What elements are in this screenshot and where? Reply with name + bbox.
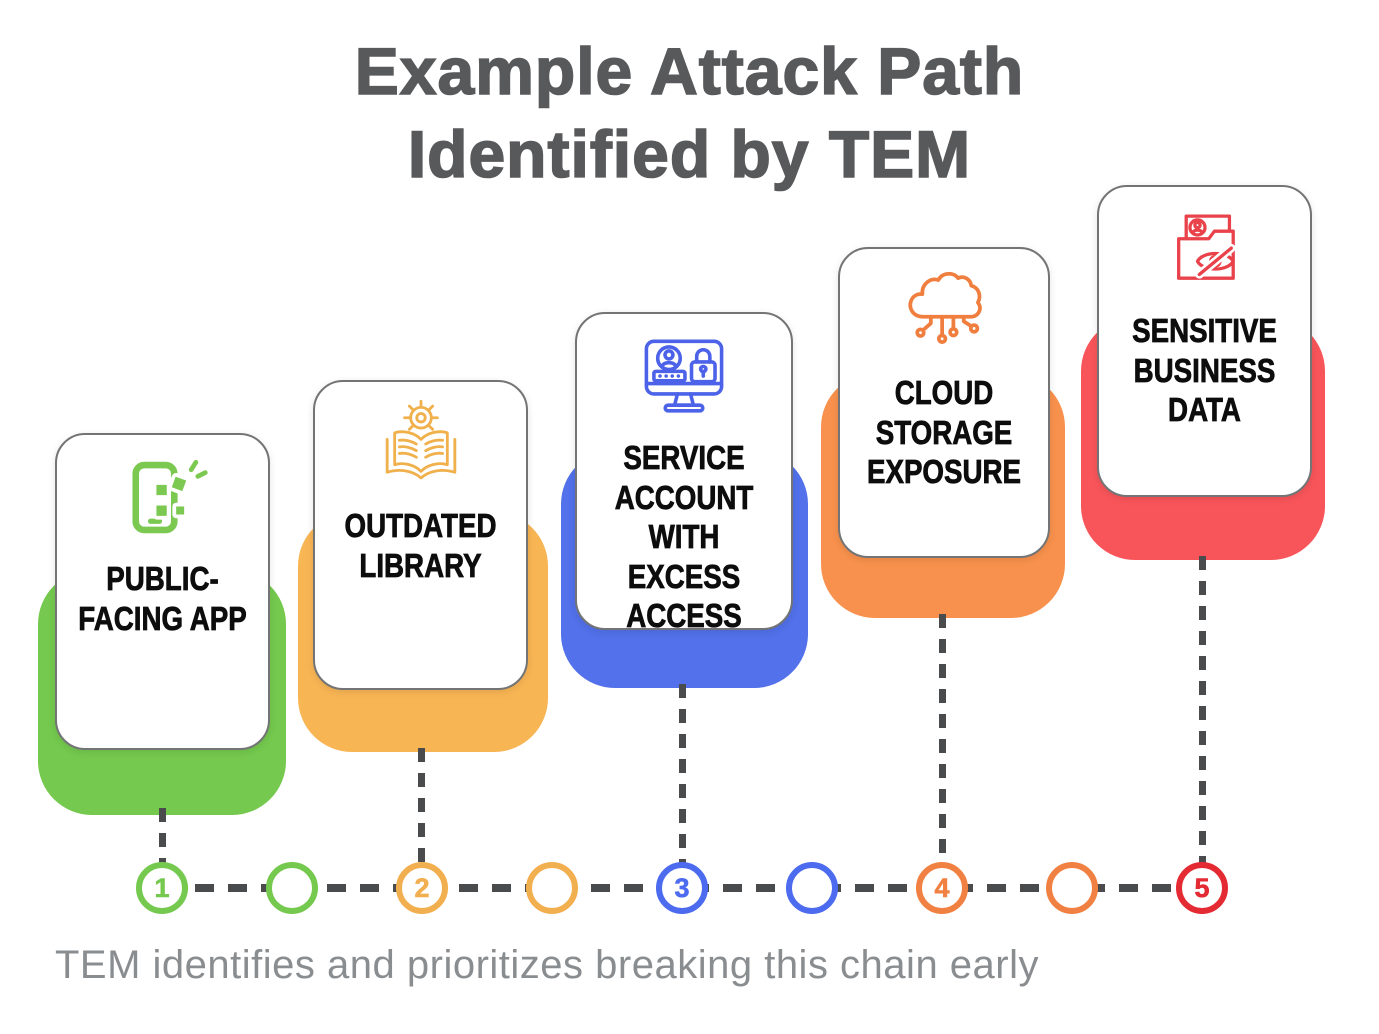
step-5-label: SENSITIVE BUSINESS DATA [1132,312,1277,429]
step-3-connector [679,684,686,866]
monitor-lock-icon [636,330,732,424]
step-4-card: CLOUD STORAGE EXPOSURE [838,247,1050,558]
step-1-label: PUBLIC- FACING APP [78,560,247,637]
step-2-card: OUTDATED LIBRARY [313,380,528,690]
cloud-network-icon [896,265,992,359]
caption: TEM identifies and prioritizes breaking … [55,943,1039,987]
step-4-connector [939,614,946,866]
timeline-node-step-2: 2 [396,862,448,914]
timeline-node-number: 3 [674,872,690,903]
step-1-card: PUBLIC- FACING APP [55,433,270,750]
step-3-card: SERVICE ACCOUNT WITH EXCESS ACCESS [575,312,793,635]
timeline-node-number: 4 [934,872,950,903]
step-1-connector [159,808,166,866]
timeline-node-number: 5 [1194,872,1210,903]
phone-apps-icon [115,451,211,545]
step-4-label: CLOUD STORAGE EXPOSURE [866,374,1022,491]
step-2-label: OUTDATED LIBRARY [344,507,497,584]
step-5-card: SENSITIVE BUSINESS DATA [1097,185,1312,497]
page-title: Example Attack Path Identified by TEM [354,33,1025,192]
timeline-node-empty [526,862,578,914]
timeline-node-number: 2 [414,872,430,903]
book-gear-icon [373,398,469,492]
timeline-node-empty [266,862,318,914]
timeline-node-step-4: 4 [916,862,968,914]
folder-hidden-icon [1157,203,1253,297]
timeline-node-empty [786,862,838,914]
timeline-node-step-1: 1 [136,862,188,914]
step-2-connector [418,748,425,866]
step-5-connector [1199,556,1206,866]
timeline-node-step-5: 5 [1176,862,1228,914]
timeline-node-empty [1046,862,1098,914]
timeline-node-number: 1 [154,872,170,903]
step-3-label: SERVICE ACCOUNT WITH EXCESS ACCESS [614,439,754,635]
timeline-node-step-3: 3 [656,862,708,914]
